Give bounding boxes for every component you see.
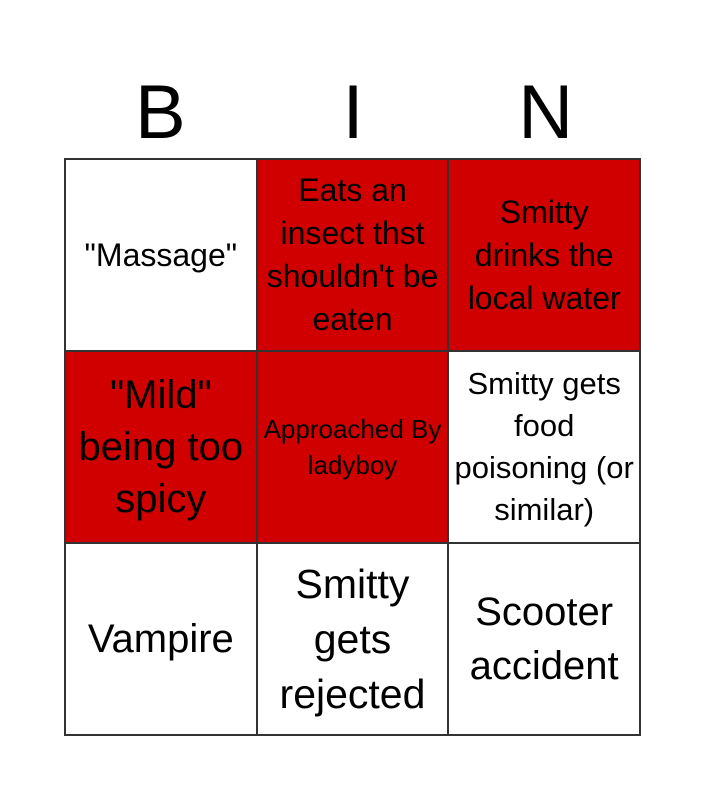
bingo-cell[interactable]: Vampire: [65, 543, 257, 735]
bingo-cell[interactable]: Scooter accident: [448, 543, 640, 735]
bingo-header: B I N: [64, 68, 642, 158]
cell-text: Approached By ladyboy: [263, 414, 442, 480]
bingo-cell[interactable]: Approached By ladyboy: [256, 351, 449, 543]
cell-text: Smitty gets rejected: [279, 560, 426, 717]
cell-text: Scooter accident: [469, 590, 619, 688]
header-letter-n: N: [518, 70, 574, 155]
cell-text: "Massage": [84, 237, 238, 273]
bingo-cell[interactable]: "Massage": [65, 159, 257, 351]
cell-text: Vampire: [87, 617, 234, 661]
bingo-cell[interactable]: Smitty gets food poisoning (or similar): [448, 351, 640, 543]
cell-text: Eats an insect thst shouldn't be eaten: [266, 172, 439, 337]
cell-text: "Mild" being too spicy: [78, 373, 244, 521]
bingo-cell[interactable]: Eats an insect thst shouldn't be eaten: [256, 159, 449, 351]
cell-text: Smitty drinks the local water: [467, 193, 621, 316]
bingo-grid: "Massage" Eats an insect thst shouldn't …: [64, 158, 641, 736]
bingo-cell[interactable]: Smitty gets rejected: [256, 543, 449, 735]
header-letter-b: B: [134, 70, 186, 155]
bingo-cell[interactable]: "Mild" being too spicy: [65, 351, 257, 543]
cell-text: Smitty gets food poisoning (or similar): [454, 366, 634, 527]
header-letter-i: I: [342, 70, 364, 155]
bingo-cell[interactable]: Smitty drinks the local water: [448, 159, 640, 351]
